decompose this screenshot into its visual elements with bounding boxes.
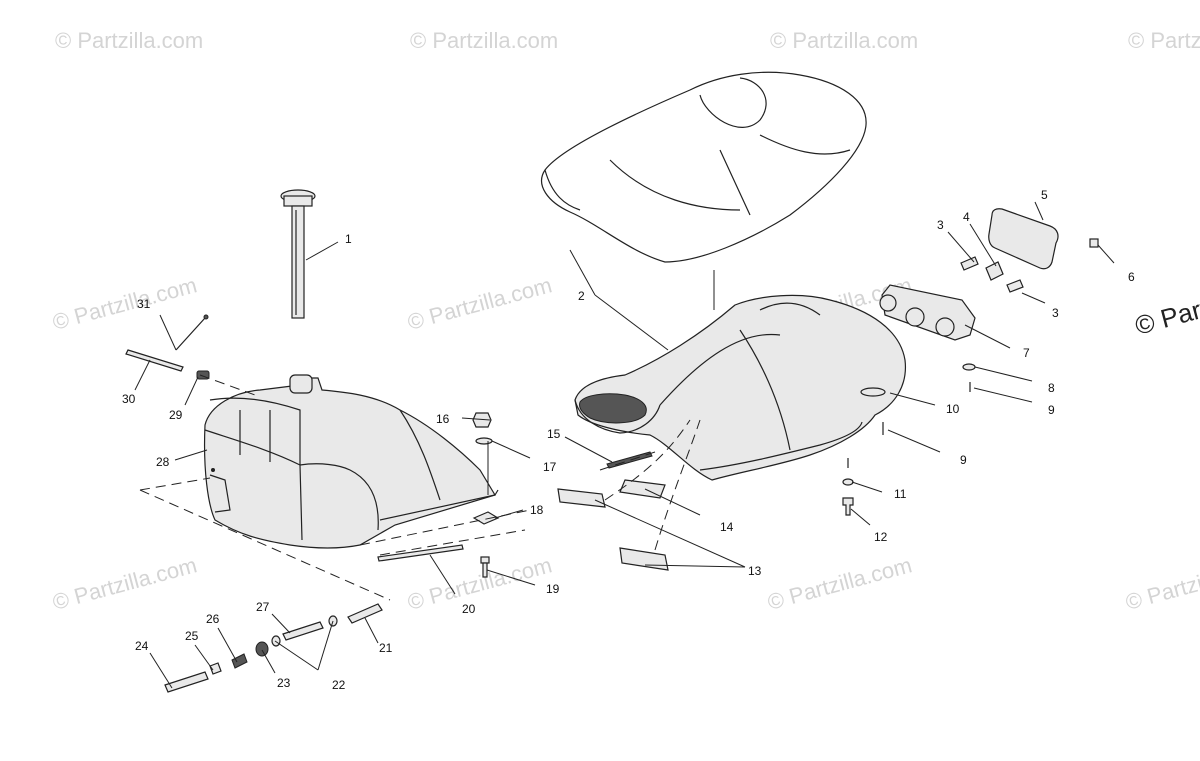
- callout-2: 2: [578, 289, 585, 303]
- callout-22: 22: [332, 678, 346, 692]
- seat-cover: [540, 71, 867, 263]
- watermark: © Partzilla.com: [1123, 552, 1200, 615]
- callout-6: 6: [1128, 270, 1135, 284]
- watermark: © Partzilla.com: [55, 28, 203, 53]
- callout-28: 28: [156, 455, 170, 469]
- callout-3: 3: [1052, 306, 1059, 320]
- callout-14: 14: [720, 520, 734, 534]
- callout-20: 20: [462, 602, 476, 616]
- callout-12: 12: [874, 530, 888, 544]
- watermark: © Partzilla.com: [770, 28, 918, 53]
- callout-21: 21: [379, 641, 393, 655]
- callout-8: 8: [1048, 381, 1055, 395]
- callout-26: 26: [206, 612, 220, 626]
- watermark: © Partzilla.com: [1128, 28, 1200, 53]
- watermark: © Partzilla.com: [765, 552, 915, 615]
- watermark: © Partzilla.com: [410, 28, 558, 53]
- fuel-sender: [280, 189, 316, 319]
- callout-23: 23: [277, 676, 291, 690]
- callout-9: 9: [1048, 403, 1055, 417]
- leader-lines: [134, 201, 1115, 689]
- callout-3: 3: [937, 218, 944, 232]
- callout-18: 18: [530, 503, 544, 517]
- watermark: © Partzilla.com: [50, 272, 200, 335]
- callout-30: 30: [122, 392, 136, 406]
- callout-16: 16: [436, 412, 450, 426]
- callout-17: 17: [543, 460, 557, 474]
- callout-13: 13: [748, 564, 762, 578]
- callout-5: 5: [1041, 188, 1048, 202]
- callout-numbers: 1 2 3 3 4 5 6 7 8 9 9 10 11 12 13 14 15 …: [122, 188, 1135, 692]
- callout-31: 31: [137, 297, 151, 311]
- callout-7: 7: [1023, 346, 1030, 360]
- fuel-tank: [204, 374, 499, 549]
- callout-15: 15: [547, 427, 561, 441]
- callout-4: 4: [963, 210, 970, 224]
- watermarks: © Partzilla.com © Partzilla.com © Partzi…: [50, 28, 1200, 615]
- callout-9: 9: [960, 453, 967, 467]
- callout-19: 19: [546, 582, 560, 596]
- watermark-edge: © Partz: [1132, 289, 1200, 341]
- callout-11: 11: [894, 487, 907, 501]
- seat-assembly: [574, 294, 907, 481]
- watermark: © Partzilla.com: [405, 272, 555, 335]
- callout-27: 27: [256, 600, 270, 614]
- callout-24: 24: [135, 639, 149, 653]
- small-parts: [125, 208, 1099, 693]
- callout-1: 1: [345, 232, 352, 246]
- callout-29: 29: [169, 408, 183, 422]
- callout-25: 25: [185, 629, 199, 643]
- callout-10: 10: [946, 402, 960, 416]
- watermark: © Partzilla.com: [50, 552, 200, 615]
